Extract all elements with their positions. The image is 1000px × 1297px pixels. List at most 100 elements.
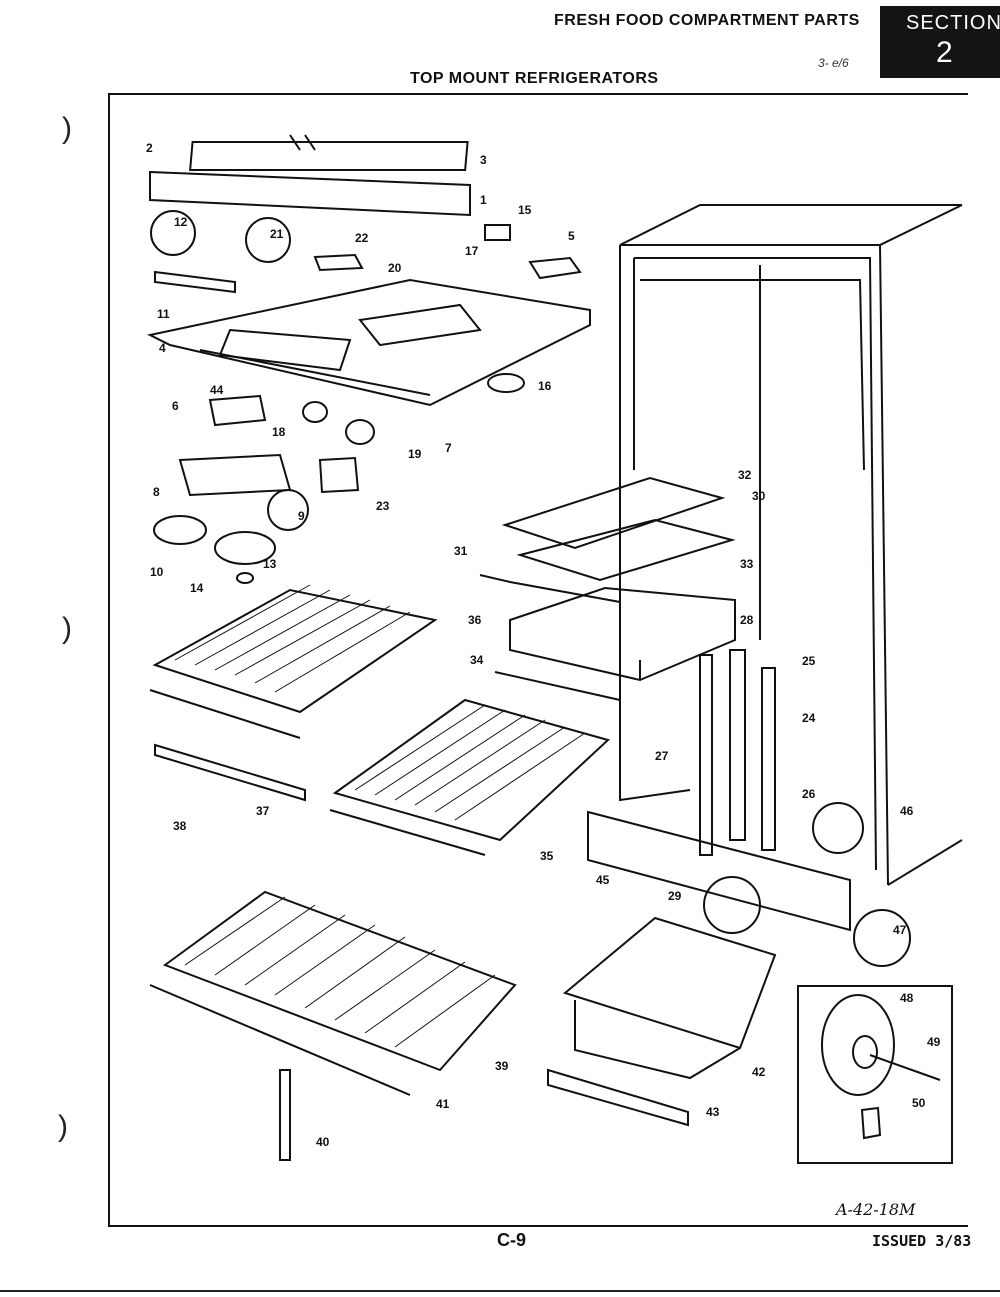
bottom-rule (0, 1290, 1000, 1292)
callout-25: 25 (802, 654, 816, 668)
callout-20: 20 (388, 261, 402, 275)
control-box-part (178, 453, 292, 497)
trim-strip-part (279, 1069, 291, 1161)
binder-hole-mark: ) (62, 112, 72, 145)
wire-shelf-upper (149, 588, 438, 802)
section-label: SECTION (906, 12, 1000, 34)
shelf-wires (174, 584, 586, 1048)
callout-11: 11 (157, 307, 170, 321)
diagram-frame (108, 93, 968, 1227)
callout-48: 48 (900, 991, 914, 1005)
callout-31: 31 (454, 544, 468, 558)
bracket-inset-circle (812, 802, 864, 854)
fan-motor-part (153, 515, 207, 545)
retainer-clip-part (860, 1106, 882, 1140)
section-number: 2 (936, 36, 953, 69)
callout-41: 41 (436, 1097, 450, 1111)
callout-33: 33 (740, 557, 754, 571)
callout-28: 28 (740, 613, 754, 627)
callout-1: 1 (480, 193, 487, 207)
issued-date: ISSUED 3/83 (872, 1232, 972, 1250)
leveler-inset-circle (853, 909, 911, 967)
cover-plate-part (313, 253, 364, 272)
callout-34: 34 (470, 653, 484, 667)
axle-pin-part (869, 1054, 941, 1081)
callout-16: 16 (538, 379, 552, 393)
callout-24: 24 (802, 711, 816, 725)
callout-12: 12 (174, 215, 188, 229)
callout-38: 38 (173, 819, 187, 833)
callout-5: 5 (568, 229, 575, 243)
callout-4: 4 (159, 341, 166, 355)
roller-detail-inset (797, 985, 953, 1164)
ceiling-panel (146, 278, 591, 407)
callout-39: 39 (495, 1059, 509, 1073)
light-bulb-part (345, 419, 375, 445)
relay-part (318, 456, 360, 494)
shelf-support-rail (729, 649, 746, 841)
callout-23: 23 (376, 499, 390, 513)
binder-hole-mark: ) (58, 1110, 68, 1143)
callout-27: 27 (655, 749, 669, 763)
callout-44: 44 (210, 383, 224, 397)
callout-35: 35 (540, 849, 554, 863)
grommet-part (236, 572, 254, 584)
callout-2: 2 (146, 141, 153, 155)
callout-7: 7 (445, 441, 452, 455)
callout-15: 15 (518, 203, 532, 217)
callout-45: 45 (596, 873, 610, 887)
refrigerator-cabinet (619, 204, 963, 886)
callout-22: 22 (355, 231, 369, 245)
binder-hole-mark: ) (62, 612, 72, 645)
callout-36: 36 (468, 613, 482, 627)
wire-shelf-middle (329, 698, 610, 856)
callout-8: 8 (153, 485, 160, 499)
bracket-part (154, 270, 236, 294)
switch-part (208, 394, 267, 427)
control-housing (149, 134, 471, 217)
knob-part (487, 373, 525, 393)
section-tab: SECTION 2 (880, 6, 1000, 78)
page-number: C-9 (497, 1230, 527, 1250)
callout-32: 32 (738, 468, 752, 482)
drain-pan-part (214, 531, 276, 565)
grille-part (587, 810, 851, 932)
roller-wheel-part (821, 994, 895, 1096)
drawing-code: A-42-18M (836, 1200, 916, 1219)
handwritten-note: 3- e/6 (818, 56, 849, 70)
screw-inset-circle (150, 210, 196, 256)
callout-9: 9 (298, 509, 305, 523)
callout-18: 18 (272, 425, 286, 439)
crisper-drawer (547, 916, 777, 1127)
callout-42: 42 (752, 1065, 766, 1079)
callout-29: 29 (668, 889, 682, 903)
callout-49: 49 (927, 1035, 941, 1049)
page-header-title: FRESH FOOD COMPARTMENT PARTS (554, 12, 860, 29)
upper-shelf (479, 476, 736, 603)
clip-inset-circle (245, 217, 291, 263)
callout-26: 26 (802, 787, 816, 801)
foot-inset-circle (703, 876, 761, 934)
shelf-support-rail (761, 667, 776, 851)
callout-37: 37 (256, 804, 270, 818)
wire-shelf-lower (149, 890, 517, 1096)
callout-21: 21 (270, 227, 284, 241)
thermostat-part (484, 224, 511, 241)
callout-13: 13 (263, 557, 277, 571)
callout-17: 17 (465, 244, 479, 258)
callout-14: 14 (190, 581, 204, 595)
callout-30: 30 (752, 489, 766, 503)
callout-6: 6 (172, 399, 179, 413)
meat-keeper-drawer (494, 586, 736, 701)
light-socket-part (528, 256, 582, 280)
callout-50: 50 (912, 1096, 926, 1110)
socket-part (302, 401, 328, 423)
callout-10: 10 (150, 565, 164, 579)
callout-46: 46 (900, 804, 914, 818)
callout-43: 43 (706, 1105, 720, 1119)
callout-40: 40 (316, 1135, 330, 1149)
callout-47: 47 (893, 923, 907, 937)
callout-3: 3 (480, 153, 487, 167)
shelf-support-rail (699, 654, 713, 856)
